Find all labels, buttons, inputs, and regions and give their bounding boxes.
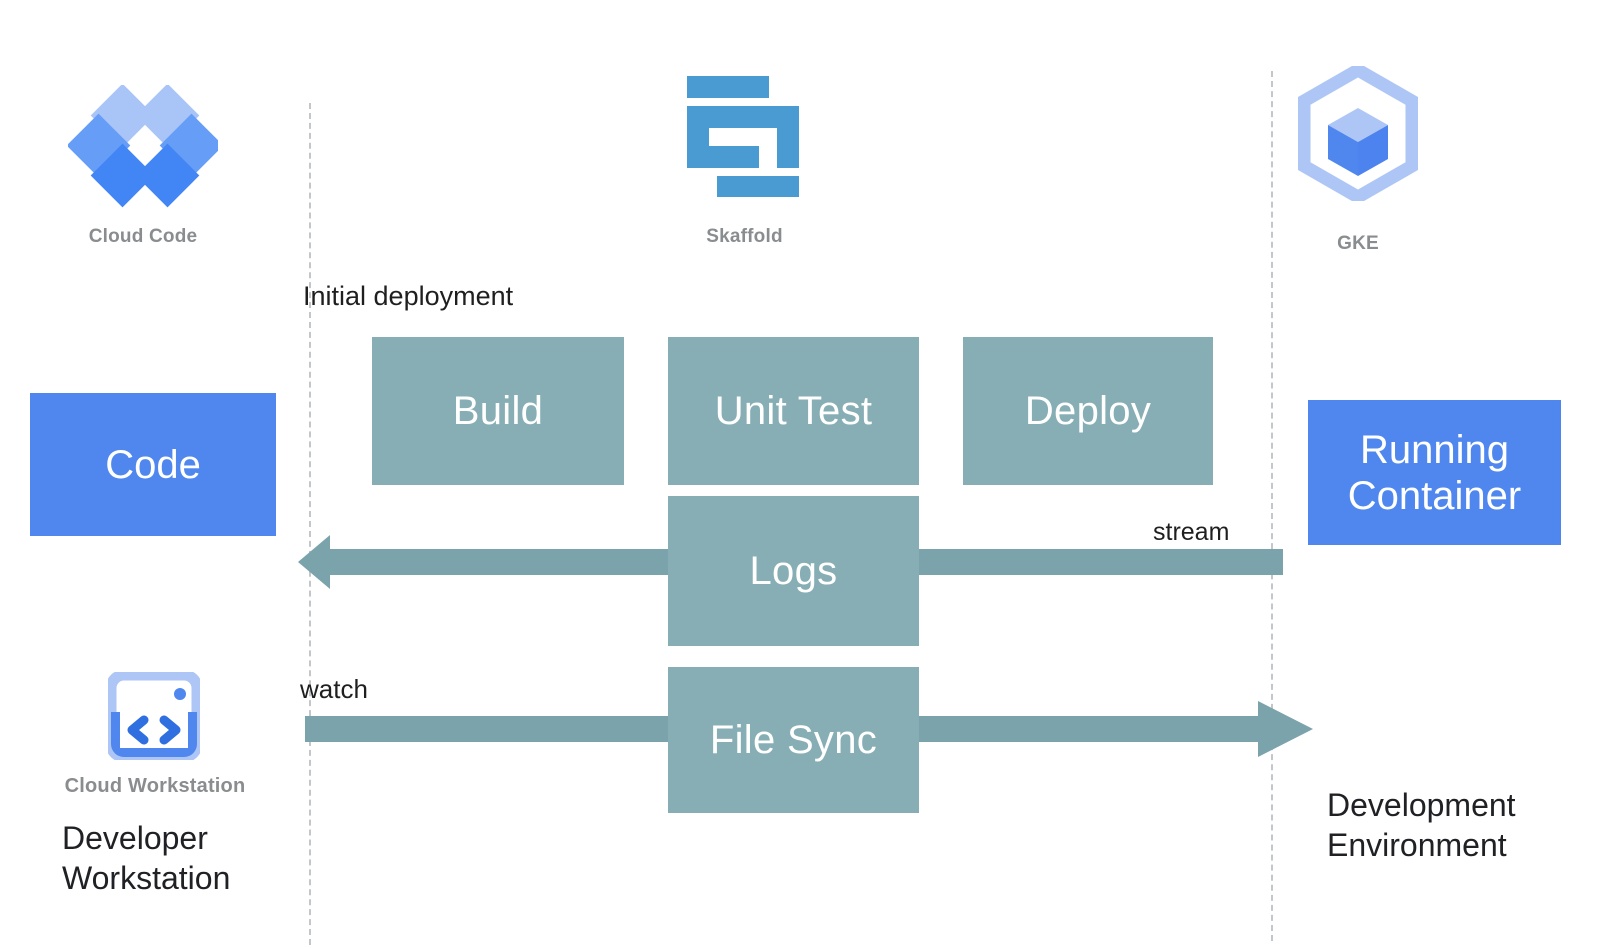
unit-test-box[interactable]: Unit Test: [668, 337, 919, 485]
developer-workstation-line2: Workstation: [62, 860, 231, 896]
file-sync-box[interactable]: File Sync: [668, 667, 919, 813]
initial-deployment-label: Initial deployment: [303, 281, 514, 311]
developer-workstation-line1: Developer: [62, 820, 208, 856]
stream-label: stream: [1153, 518, 1230, 546]
cloud-code-icon: [66, 83, 224, 210]
running-container-box[interactable]: Running Container: [1308, 400, 1561, 545]
watch-label: watch: [300, 674, 368, 704]
cloud-workstation-caption: Cloud Workstation: [64, 775, 246, 797]
development-environment-label: Development Environment: [1327, 785, 1516, 865]
running-container-label-line1: Running: [1359, 427, 1509, 472]
deploy-box[interactable]: Deploy: [963, 337, 1213, 485]
boundary-line-right: [1271, 71, 1273, 941]
boundary-line-left: [309, 103, 311, 945]
skaffold-caption: Skaffold: [706, 226, 783, 247]
skaffold-icon: [687, 72, 802, 198]
cloud-code-caption: Cloud Code: [88, 226, 198, 247]
build-box[interactable]: Build: [372, 337, 624, 485]
file-sync-box-label: File Sync: [709, 717, 878, 762]
running-container-label-line2: Container: [1347, 473, 1522, 518]
development-environment-line2: Environment: [1327, 827, 1507, 863]
logs-box-label: Logs: [749, 548, 838, 593]
code-box[interactable]: Code: [30, 393, 276, 536]
code-box-label: Code: [105, 442, 201, 487]
development-environment-line1: Development: [1327, 787, 1516, 823]
deploy-box-label: Deploy: [1024, 388, 1152, 433]
unit-test-box-label: Unit Test: [714, 388, 873, 433]
build-box-label: Build: [452, 388, 544, 433]
gke-caption: GKE: [1337, 233, 1379, 254]
logs-box[interactable]: Logs: [668, 496, 919, 646]
cloud-workstation-icon: [105, 669, 203, 763]
gke-icon: [1297, 62, 1419, 205]
developer-workstation-label: Developer Workstation: [62, 818, 230, 898]
